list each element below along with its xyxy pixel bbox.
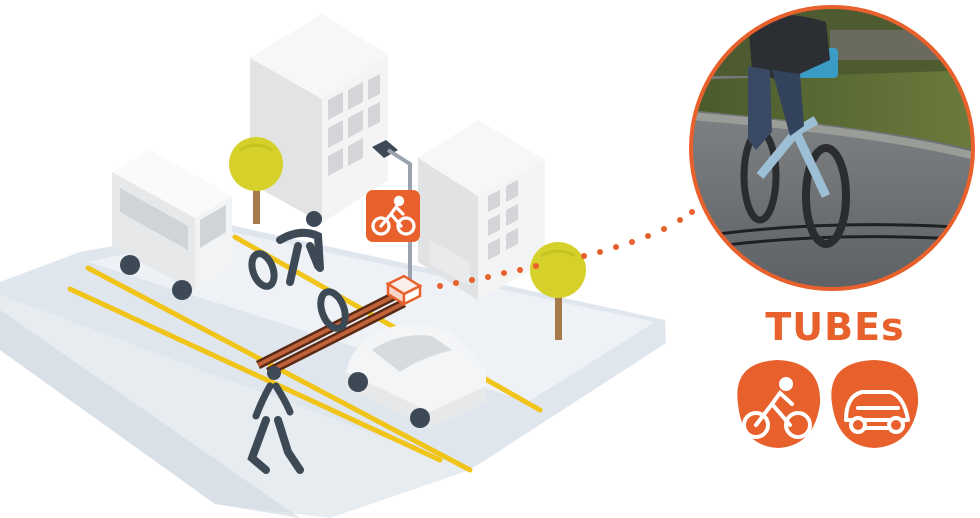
bus-wheel [120,255,140,275]
car-wheel [410,408,430,428]
pedestrian-figure [247,366,304,474]
photo-inset [689,5,975,291]
tree-right [530,242,586,340]
car-wheel [348,372,368,392]
cyclist-figure [248,211,349,332]
bicycle-icon [371,195,416,236]
photo-rider [748,14,830,150]
lane-line-near [67,286,443,463]
counter-box [385,274,423,307]
dotted-connector [437,209,695,289]
counter-tubes [255,291,407,377]
tubes-title: TUBEs [765,305,905,349]
bicycle-badge [737,360,821,448]
car-badge [831,360,919,448]
tree-left [229,137,283,224]
lane-line-mid [232,234,543,413]
car-icon [844,390,910,434]
building-tall [250,14,388,223]
car [346,324,486,428]
bus [112,150,232,300]
street-lamp [372,140,412,282]
bicycle-icon [742,377,812,439]
bus-wheel [172,280,192,300]
bike-lane-sign [366,190,420,242]
building-right [418,120,545,300]
